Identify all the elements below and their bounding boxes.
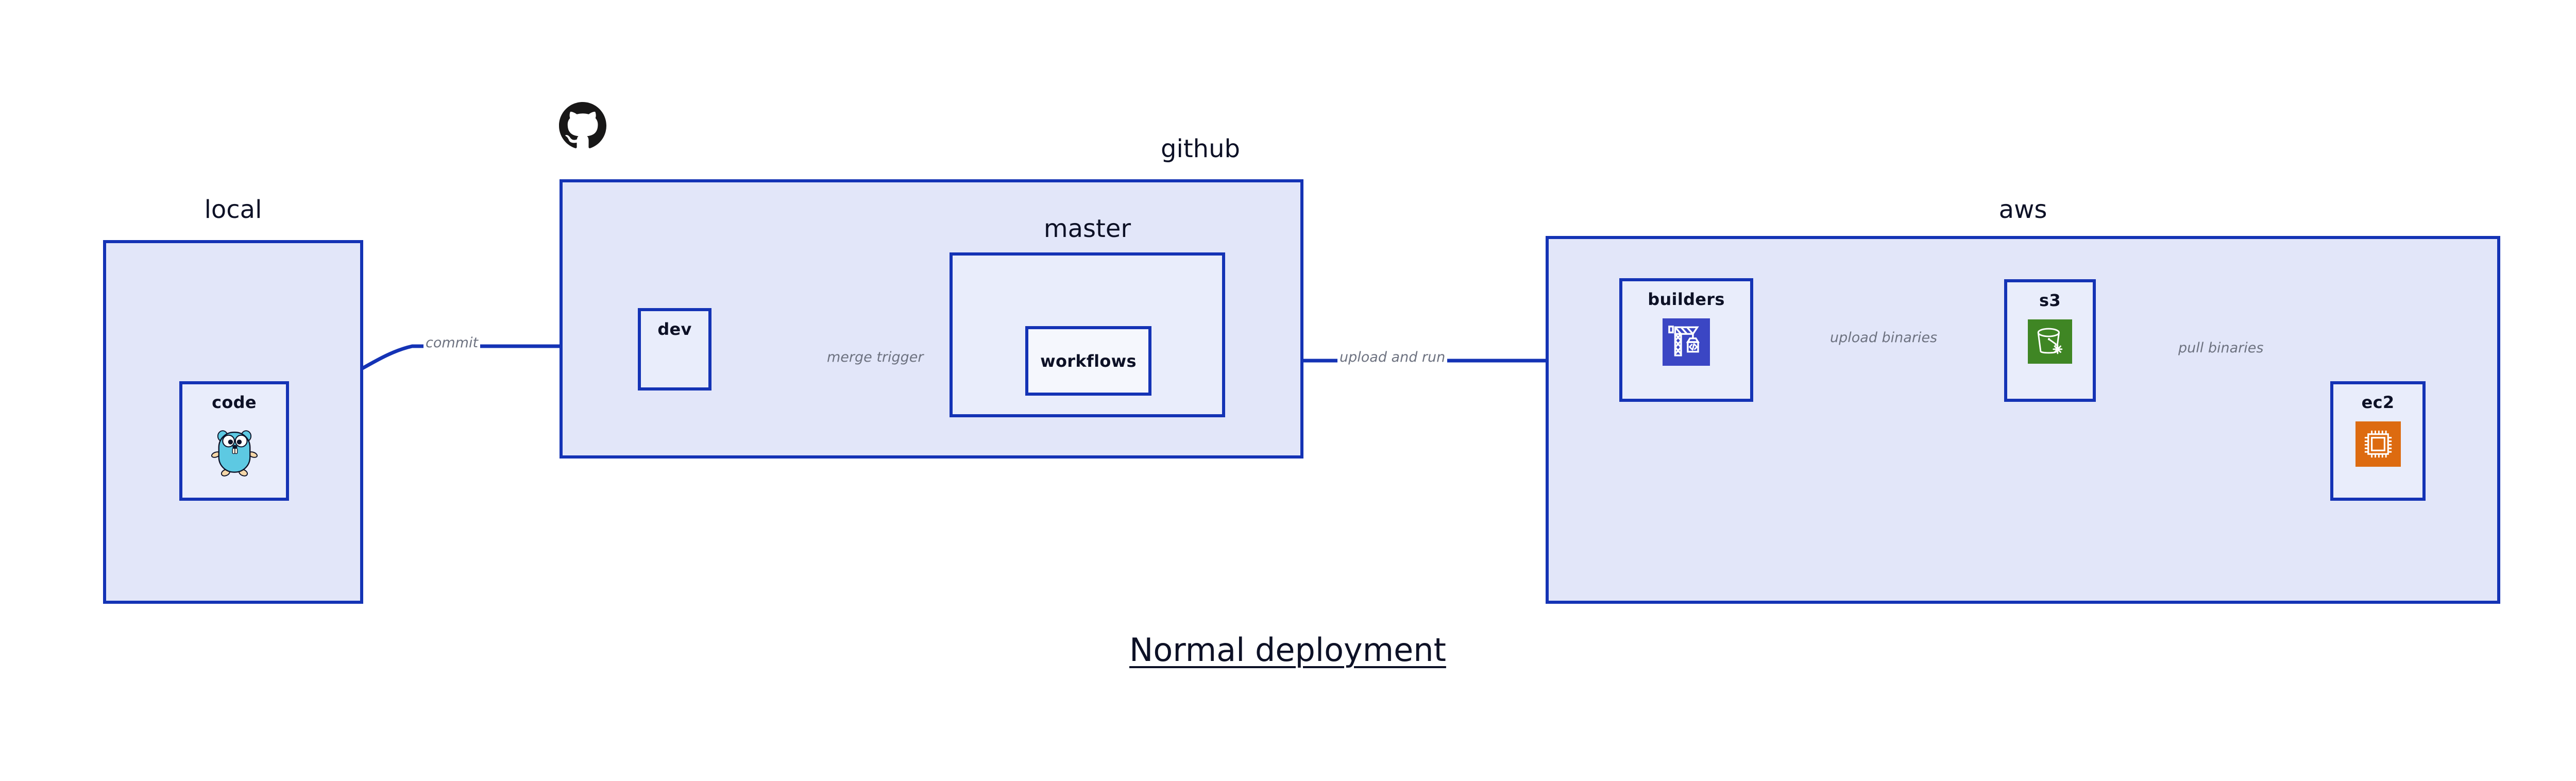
- group-local-label: local: [204, 195, 262, 224]
- group-master-label: master: [1043, 214, 1131, 243]
- edge-label-merge-trigger: merge trigger: [825, 349, 926, 365]
- node-code[interactable]: code: [179, 381, 289, 501]
- node-builders-label: builders: [1648, 290, 1725, 309]
- node-dev-label: dev: [657, 319, 692, 339]
- node-workflows[interactable]: workflows: [1025, 326, 1151, 396]
- edge-label-commit: commit: [423, 335, 481, 351]
- aws-crane-icon: [1663, 318, 1710, 366]
- node-code-label: code: [212, 393, 257, 412]
- aws-ec2-chip-icon: [2355, 421, 2401, 467]
- github-octocat-logo: [559, 102, 606, 148]
- go-gopher-icon: [211, 430, 258, 477]
- edge-label-upload-binaries: upload binaries: [1828, 330, 1940, 346]
- node-s3[interactable]: s3: [2004, 279, 2096, 402]
- diagram-title: Normal deployment: [1129, 631, 1446, 669]
- node-builders[interactable]: builders: [1619, 278, 1753, 402]
- node-s3-label: s3: [2039, 291, 2061, 310]
- node-dev[interactable]: dev: [638, 308, 711, 390]
- node-workflows-label: workflows: [1040, 351, 1137, 371]
- group-aws-label: aws: [1998, 195, 2047, 224]
- edge-label-upload-and-run: upload and run: [1337, 349, 1448, 365]
- node-ec2-label: ec2: [2361, 393, 2395, 412]
- group-github-label: github: [1161, 134, 1240, 163]
- aws-s3-bucket-icon: [2028, 319, 2072, 364]
- edge-label-pull-binaries: pull binaries: [2176, 340, 2266, 356]
- node-ec2[interactable]: ec2: [2330, 381, 2426, 501]
